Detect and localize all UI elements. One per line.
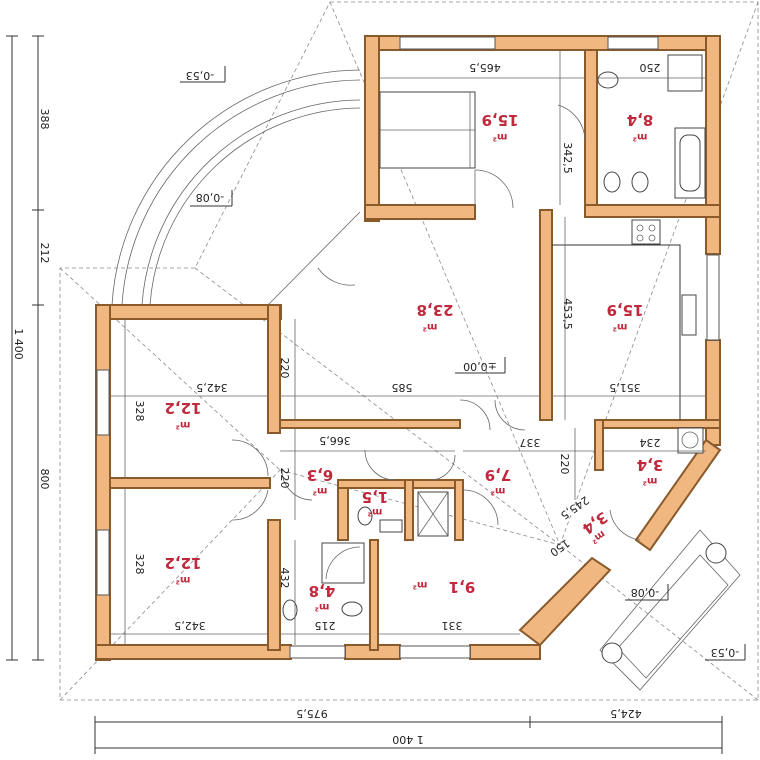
interior-dim-lines	[110, 50, 706, 645]
room-area-bedroom-upper-left: 12,2	[164, 399, 201, 417]
level-floor: ±0,00	[463, 360, 497, 373]
room-unit-bedroom-lower-left: m²	[176, 574, 191, 585]
room-area-wc: 1,5	[362, 488, 389, 506]
dim-337: 337	[520, 436, 541, 449]
dim-150: 150	[547, 536, 572, 559]
dim-331: 331	[442, 619, 463, 632]
level-ramp-top: -0,53	[186, 69, 214, 82]
dim-585: 585	[392, 381, 413, 394]
room-unit-utility-room: m²	[643, 475, 658, 486]
level-ramp-right: -0,53	[711, 646, 739, 659]
dim-220-b: 220	[278, 468, 291, 489]
room-area-corridor-small: 6,3	[307, 466, 334, 484]
furniture	[282, 54, 741, 691]
dim-215: 215	[315, 619, 336, 632]
room-unit-wc: m²	[368, 506, 383, 517]
door-swings	[231, 104, 641, 541]
dim-342-5-v: 342,5	[561, 142, 574, 174]
level-terrace-left: -0,08	[196, 191, 224, 204]
dim-234: 234	[640, 436, 661, 449]
dim-800: 800	[38, 469, 51, 490]
room-area-entrance-hall: 9,1	[449, 578, 476, 596]
room-unit-bedroom-master: m²	[493, 131, 508, 142]
dim-250: 250	[640, 61, 661, 74]
room-area-bedroom-master: 15,9	[481, 111, 518, 129]
dim-328-b: 328	[133, 554, 146, 575]
dim-424-5: 424,5	[610, 707, 642, 720]
room-unit-hallway: m²	[491, 485, 506, 496]
level-terrace-right: -0,08	[631, 586, 659, 599]
dim-366-5: 366,5	[319, 434, 351, 447]
room-unit-bedroom-upper-left: m²	[176, 419, 191, 430]
room-area-kitchen: 15,9	[606, 301, 643, 319]
room-area-hallway: 7,9	[485, 466, 512, 484]
room-area-bathroom-small: 4,8	[309, 582, 336, 600]
windows	[96, 36, 720, 659]
room-unit-living-room: m²	[423, 321, 438, 332]
dim-351-5: 351,5	[609, 381, 641, 394]
dim-220-c: 220	[558, 454, 571, 475]
room-unit-bathroom-main: m²	[633, 131, 648, 142]
dim-220-a: 220	[278, 358, 291, 379]
curved-terrace	[111, 69, 361, 306]
room-area-living-room: 23,8	[416, 301, 453, 319]
exterior-dim-lines	[6, 35, 746, 754]
room-area-bathroom-main: 8,4	[627, 111, 654, 129]
dim-328-a: 328	[133, 401, 146, 422]
dim-212: 212	[38, 243, 51, 264]
room-unit-bathroom-small: m²	[315, 601, 330, 612]
dim-1400-h: 1 400	[392, 733, 424, 746]
dim-342-5-b: 342,5	[174, 619, 206, 632]
room-area-utility-room: 3,4	[637, 456, 664, 474]
room-labels: 15,9 m² 8,4 m² 23,8 m² 15,9 m² 12,2 m² 1…	[164, 111, 663, 612]
dim-388: 388	[38, 109, 51, 130]
dimension-labels: 465,5 250 342,5 585 351,5 366,5 337 234 …	[12, 61, 661, 746]
room-unit-kitchen: m²	[613, 321, 628, 332]
dim-1400-v: 1 400	[12, 328, 25, 360]
room-unit-corridor-small: m²	[313, 485, 328, 496]
dim-975-5: 975,5	[296, 707, 328, 720]
dim-465-5: 465,5	[469, 61, 501, 74]
room-area-bedroom-lower-left: 12,2	[164, 554, 201, 572]
dim-432: 432	[278, 568, 291, 589]
room-unit-entrance-hall: m²	[413, 579, 428, 590]
level-labels: -0,53 -0,08 ±0,00 -0,08 -0,53	[186, 69, 739, 659]
dim-453-5: 453,5	[561, 298, 574, 330]
dim-342-5-a: 342,5	[196, 381, 228, 394]
